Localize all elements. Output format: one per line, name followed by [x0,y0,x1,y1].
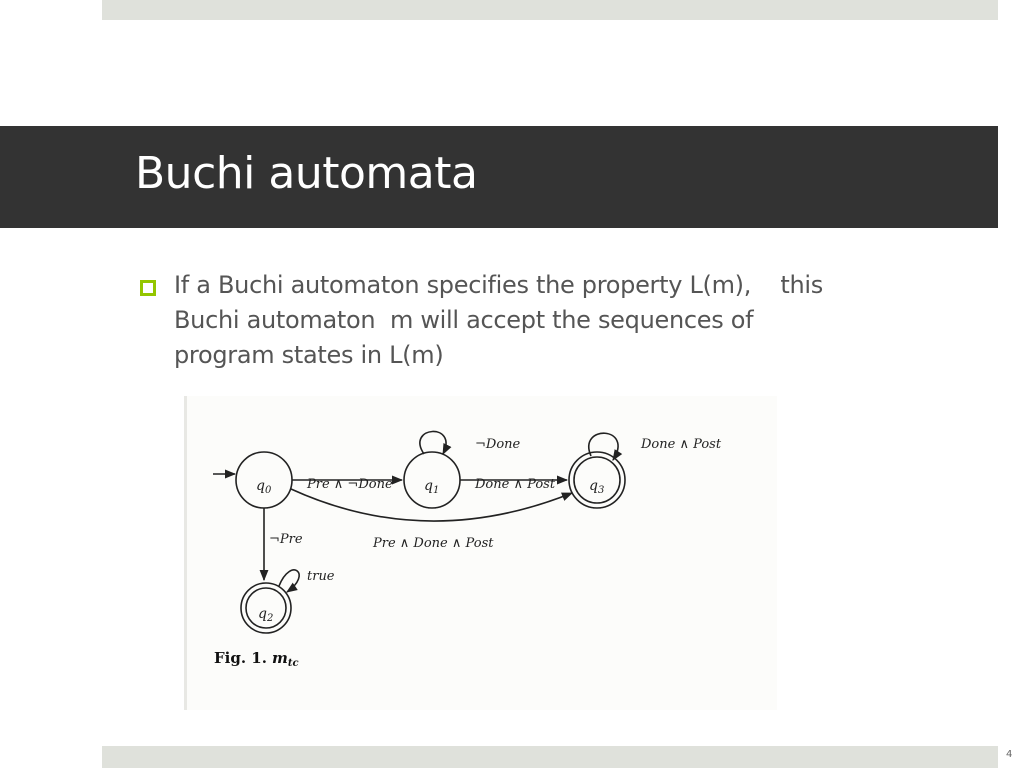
figure-caption: Fig. 1.mtc [214,649,299,669]
label-loop-q2: true [307,569,335,584]
label-edge-q0-q1: Pre ∧ ¬Done [306,477,393,492]
state-q3-outer [568,451,626,509]
loop-q2 [278,569,300,593]
title-bar [0,126,998,228]
state-q2-inner [245,587,287,629]
label-edge-q0-q3: Pre ∧ Done ∧ Post [372,536,494,551]
label-loop-q1: ¬Done [475,437,521,452]
slide-number: 4 [1006,749,1013,760]
label-q3: q3 [589,478,604,496]
loop-q1 [419,430,452,456]
label-loop-q3: Done ∧ Post [640,437,722,452]
top-decor-band [102,0,998,20]
label-edge-q0-q2: ¬Pre [269,532,303,547]
label-q2: q2 [258,606,273,624]
slide-title: Buchi automata [135,148,478,199]
automaton-diagram: q0 q1 q3 q2 Pre ∧ ¬Done ¬Done Done ∧ Pos… [213,430,722,669]
label-q1: q1 [424,478,439,496]
square-bullet-icon [140,280,156,296]
edge-q0-q3 [290,488,574,522]
bullet-text: If a Buchi automaton specifies the prope… [174,271,823,369]
loop-q3 [588,432,623,461]
bottom-decor-band [102,746,998,768]
label-edge-q1-q3: Done ∧ Post [474,477,556,492]
label-q0: q0 [256,478,272,496]
automaton-figure: q0 q1 q3 q2 Pre ∧ ¬Done ¬Done Done ∧ Pos… [184,396,777,710]
state-q3-inner [573,456,621,504]
state-q2-outer [240,582,292,634]
